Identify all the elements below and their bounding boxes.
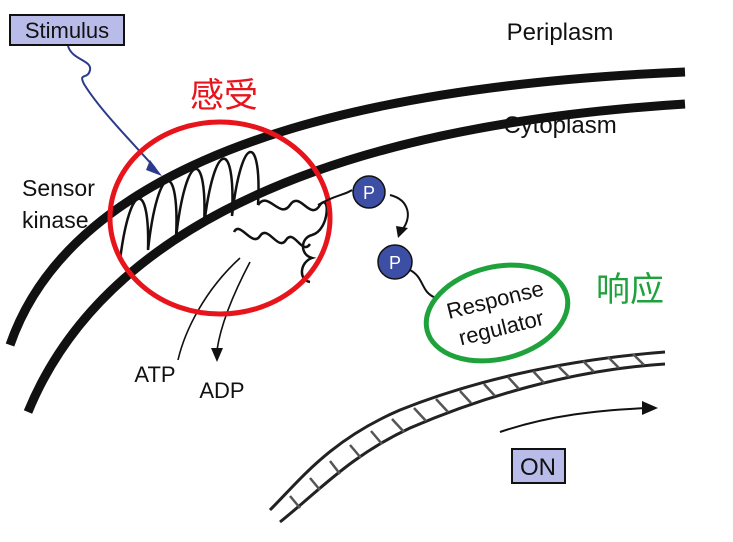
stimulus-signal-line — [67, 45, 156, 169]
phosphate-transfer-arrow — [389, 194, 409, 231]
stimulus-arrowhead — [146, 160, 162, 176]
transcription-arrow — [499, 407, 649, 433]
periplasm-label: Periplasm — [507, 19, 614, 46]
adp-arrow — [216, 261, 251, 351]
phosphate-link-1 — [317, 189, 353, 206]
stimulus-box — [9, 14, 125, 46]
transcription-arrowhead — [642, 401, 658, 415]
sensor-kinase-label-line1: Sensor — [22, 175, 95, 201]
sensor-lower-coil — [232, 227, 312, 249]
outer-membrane — [5, 67, 686, 347]
phosphate-1 — [352, 175, 386, 209]
stimulus-label: Stimulus — [25, 18, 109, 43]
inner-membrane — [23, 99, 686, 414]
phosphate-2 — [377, 244, 413, 280]
sensor-transmembrane-coil — [118, 150, 260, 261]
on-box — [511, 448, 566, 484]
phosphate-1-label: P — [363, 183, 375, 203]
response-regulator-shape — [423, 262, 571, 364]
respond-annotation: 响应 — [596, 270, 664, 310]
sense-highlight-circle — [107, 119, 333, 317]
atp-label: ATP — [134, 362, 175, 387]
adp-arrowhead — [211, 348, 223, 362]
cytoplasm-label: Cytoplasm — [503, 112, 616, 139]
sensor-cytoplasmic-coil — [256, 199, 328, 284]
adp-label: ADP — [199, 378, 244, 403]
phosphate-2-label: P — [389, 253, 401, 273]
sensor-kinase-label-line2: kinase — [22, 207, 88, 233]
phosphate-regulator-link — [409, 269, 437, 299]
dna-rungs — [289, 353, 645, 509]
phosphate-transfer-arrowhead — [396, 226, 408, 238]
dna-strand-a — [268, 350, 666, 512]
sense-annotation: 感受 — [190, 76, 258, 116]
on-label: ON — [520, 454, 556, 481]
dna-strand-b — [279, 362, 666, 524]
